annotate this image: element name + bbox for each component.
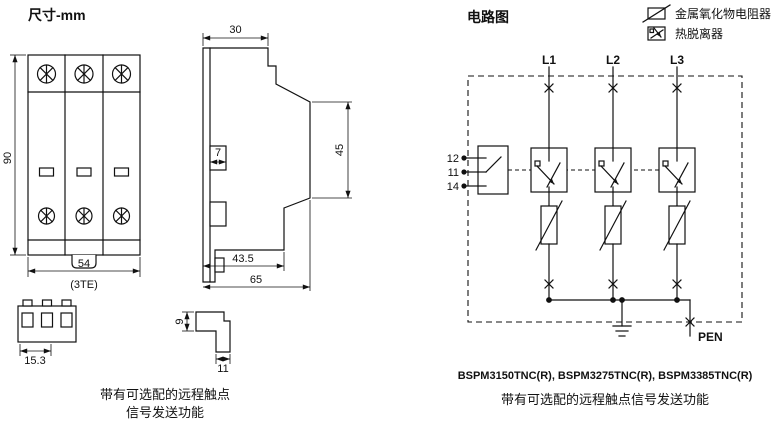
phase-branch-l1	[530, 66, 568, 301]
clip-detail-view	[195, 311, 231, 353]
bottom-dimension-lines	[19, 344, 52, 356]
screw-icon	[36, 64, 57, 84]
screw-icon	[74, 64, 94, 84]
contact-14-label: 14	[447, 181, 459, 193]
phase-l2-label: L2	[606, 53, 620, 67]
dim-depth-a-label: 43.5	[232, 253, 253, 265]
din-clip	[71, 254, 97, 269]
front-dimension-lines	[10, 54, 141, 277]
screw-icon	[112, 207, 131, 225]
spd-enclosure-outline	[467, 75, 743, 323]
thermal-disconnector-icon	[647, 26, 666, 41]
dim-height-label: 90	[2, 152, 14, 164]
dim-top-width-label: 30	[229, 24, 241, 36]
dimension-drawing: 尺寸-mm	[2, 7, 352, 420]
spd-front-view	[27, 54, 141, 269]
phase-branch-l2	[594, 66, 632, 301]
dimensions-caption-line2: 信号发送功能	[126, 405, 204, 420]
dimensions-caption-line1: 带有可选配的远程触点	[100, 387, 230, 402]
phase-branch-l3	[658, 66, 696, 301]
dim-offset-label: 7	[215, 147, 221, 159]
mov-icon	[642, 4, 671, 23]
legend-thermal-label: 热脱离器	[675, 26, 723, 41]
dim-front-height-label: 45	[334, 144, 346, 156]
contact-11-label: 11	[448, 167, 459, 179]
indicator-window	[76, 167, 92, 177]
spd-side-view	[202, 47, 311, 283]
pe-bus	[546, 297, 695, 337]
model-list: BSPM3150TNC(R), BSPM3275TNC(R), BSPM3385…	[458, 370, 753, 382]
contact-12-label: 12	[447, 153, 459, 165]
circuit-caption: 带有可选配的远程触点信号发送功能	[501, 392, 709, 407]
circuit-title: 电路图	[467, 9, 509, 25]
earth-icon	[612, 299, 632, 337]
pen-label: PEN	[698, 330, 723, 344]
legend-mov-label: 金属氧化物电阻器	[675, 6, 771, 21]
dim-width-label: 54	[78, 258, 90, 270]
screw-icon	[75, 207, 93, 225]
din-clip-side	[214, 257, 225, 273]
circuit-diagram: 电路图 金属氧化物电阻器 热脱离器 L1 L2 L3	[447, 4, 771, 407]
spd-bottom-view	[17, 299, 77, 343]
legend: 金属氧化物电阻器 热脱离器	[642, 4, 771, 41]
dim-clip-height-label: 9	[174, 318, 186, 324]
screw-icon	[111, 64, 132, 84]
remote-signal-contact	[461, 145, 509, 195]
dim-pitch-label: 15.3	[24, 355, 45, 367]
phase-l3-label: L3	[670, 53, 684, 67]
side-dimension-lines	[202, 33, 352, 291]
indicator-window	[38, 167, 55, 177]
clip-dimension-lines	[182, 311, 231, 364]
indicator-window	[113, 167, 130, 177]
dim-depth-b-label: 65	[250, 274, 262, 286]
screw-icon	[37, 207, 56, 225]
dimensions-title: 尺寸-mm	[28, 7, 86, 23]
phase-l1-label: L1	[542, 53, 556, 67]
dim-clip-width-label: 11	[217, 363, 228, 375]
dim-te-label: (3TE)	[70, 279, 98, 291]
